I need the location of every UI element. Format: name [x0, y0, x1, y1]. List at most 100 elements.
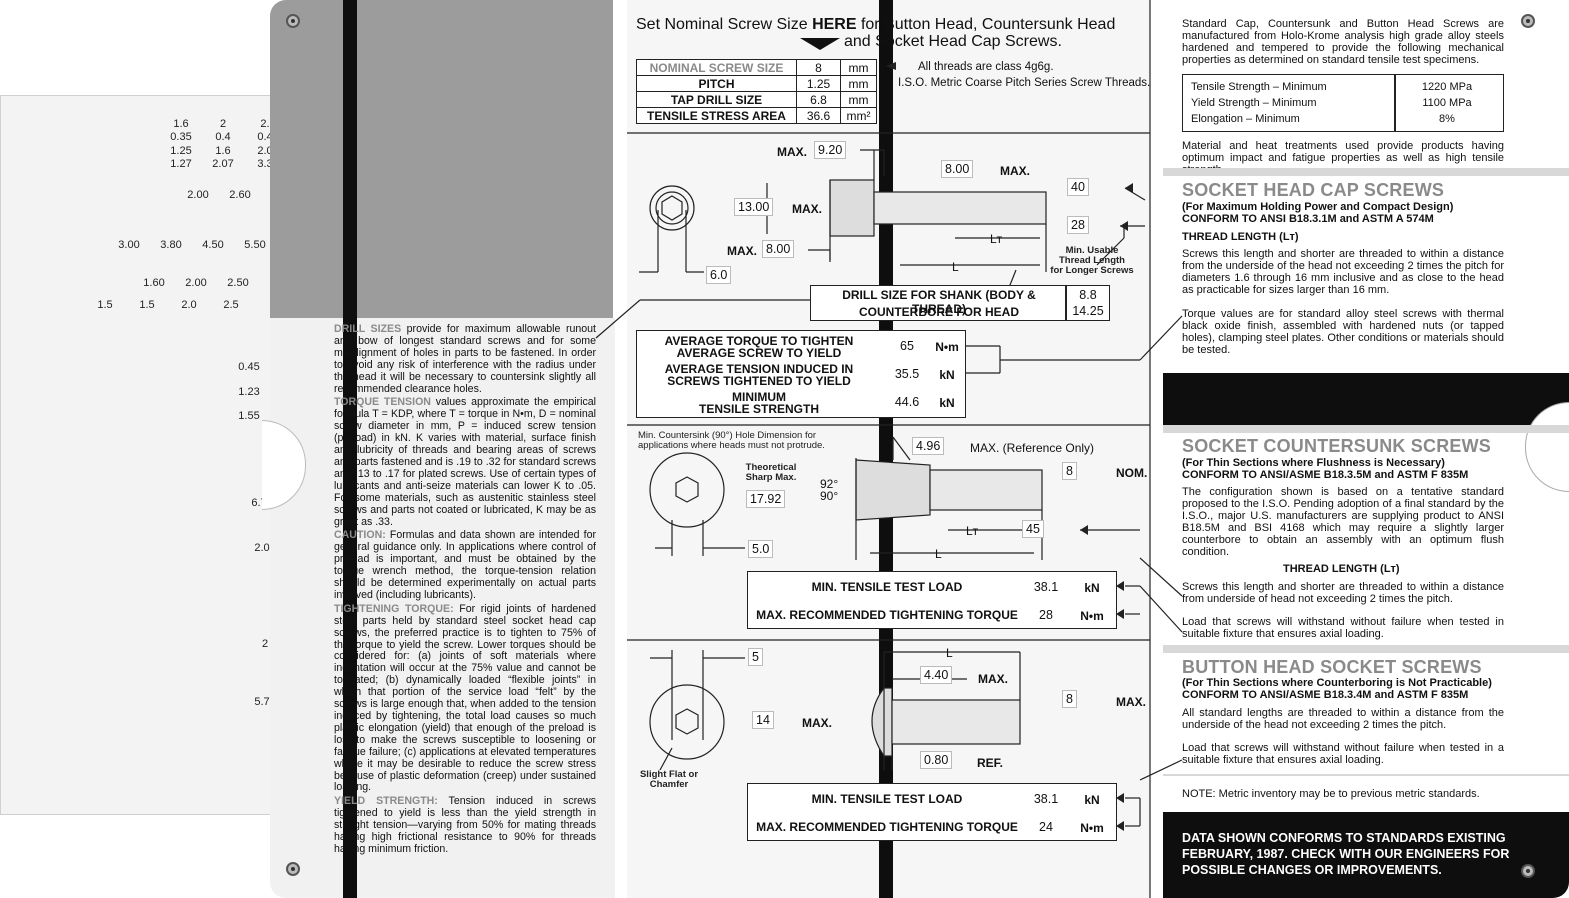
insert-cell: 1.27 [170, 158, 192, 170]
btn-title: BUTTON HEAD SOCKET SCREWS [1182, 657, 1482, 677]
rivet-hole [286, 862, 300, 876]
btn-head-height-max-label: MAX. [978, 672, 1008, 686]
rivet-hole [1521, 864, 1535, 878]
spec-value: 6.8 [796, 91, 841, 108]
spec-unit: mm² [840, 107, 877, 124]
insert-cell: 2.0 [254, 542, 270, 554]
insert-cell: 2.60 [229, 189, 251, 201]
inventory-note: NOTE: Metric inventory may be to previou… [1182, 788, 1480, 800]
insert-cell: 2.0 [181, 299, 197, 311]
insert-row: 5.7 [241, 696, 283, 708]
btn-head-diameter-value: 14 [752, 711, 774, 729]
insert-row: 2.0 [241, 542, 283, 554]
insert-cell: 0.35 [170, 131, 192, 143]
csk-nominal-value: 8 [1062, 462, 1077, 480]
insert-cell: 1.6 [215, 145, 231, 157]
rivet-hole [286, 14, 300, 28]
shcs-torque-note: Torque values are for standard alloy ste… [1182, 308, 1504, 356]
usage-notes: DRILL SIZES provide for maximum allowabl… [334, 323, 596, 858]
tension-label: AVERAGE TENSION INDUCED IN SCREWS TIGHTE… [664, 362, 854, 388]
thread-class-note: All threads are class 4g6g. [918, 61, 1054, 73]
property-value: 1100 MPa [1422, 97, 1472, 109]
btn-subtitle: (For Thin Sections where Counterboring i… [1182, 677, 1492, 689]
here-arrow-icon [800, 38, 840, 50]
insert-cell: 2.07 [212, 158, 234, 170]
insert-cell: 2 [261, 638, 269, 650]
insert-row: 1.27 2.07 3.3 [160, 158, 286, 170]
thread-max-label: MAX. [1000, 164, 1030, 178]
btn-thread-max-label: MAX. [1116, 695, 1146, 709]
property-label: Elongation – Minimum [1191, 113, 1300, 125]
insert-cell: 5.7 [254, 696, 270, 708]
btn-tensile-load-value: 38.1 [1033, 792, 1059, 806]
insert-cell: 3.80 [160, 239, 182, 251]
left-notes-panel [270, 318, 615, 898]
head-diameter-value: 13.00 [734, 198, 774, 216]
csk-subtitle: (For Thin Sections where Flushness is Ne… [1182, 457, 1445, 469]
spec-unit: mm [840, 59, 877, 76]
property-value: 1220 MPa [1421, 81, 1473, 93]
btn-tightening-torque-value: 24 [1039, 820, 1053, 834]
insert-cell: 2.0 [257, 145, 273, 157]
divider-strip [343, 0, 357, 898]
insert-cell: 2.00 [187, 189, 209, 201]
section-divider [1163, 425, 1569, 433]
btn-load-table: MIN. TENSILE TEST LOAD MAX. RECOMMENDED … [747, 783, 1117, 841]
torque-unit: N•m [935, 340, 959, 354]
property-label: Yield Strength – Minimum [1191, 97, 1317, 109]
title-here: HERE [812, 16, 857, 33]
insert-cell: 0.4 [215, 131, 231, 143]
csk-tensile-load-unit: kN [1084, 581, 1100, 595]
btn-ref-label: REF. [977, 756, 1004, 770]
insert-cell: 1.5 [97, 299, 113, 311]
btn-thread-text: All standard lengths are threaded to wit… [1182, 707, 1504, 731]
insert-cell: 3.3 [257, 158, 273, 170]
tightening-torque-heading: TIGHTENING TORQUE: [334, 602, 454, 615]
counterbore-value: 14.25 [1072, 304, 1104, 318]
yield-strength-text: Tension induced in screws tightened to y… [334, 795, 596, 855]
insert-cell: 2.00 [185, 277, 207, 289]
csk-nominal-label: NOM. [1116, 466, 1148, 480]
theoretical-sharp-value: 17.92 [746, 490, 786, 508]
drill-sizes-heading: DRILL SIZES [334, 323, 402, 335]
csk-title: SOCKET COUNTERSUNK SCREWS [1182, 436, 1492, 456]
countersink-angles: 92° 90° [820, 477, 839, 503]
screw-spec-table: NOMINAL SCREW SIZE 8 mm PITCH 1.25 mm TA… [636, 59, 877, 124]
caution-heading: CAUTION: [334, 529, 386, 542]
insert-cell: 0.4 [257, 131, 273, 143]
insert-cell: 0.45 [238, 361, 260, 373]
rivet-hole [1521, 14, 1535, 28]
footer-band [1163, 812, 1569, 898]
title-pre: Set Nominal Screw Size [636, 16, 813, 33]
head-diameter-max-label: MAX. [792, 202, 822, 216]
length-symbol: L [952, 260, 959, 274]
section-divider [1163, 168, 1569, 176]
csk-tensile-load-value: 38.1 [1033, 580, 1059, 594]
insert-row: 1.23 [228, 386, 270, 398]
csk-thread-length-symbol: Lт [966, 524, 979, 538]
csk-length-value: 45 [1022, 520, 1044, 538]
spec-row: PITCH 1.25 mm [636, 75, 877, 92]
btn-tightening-torque-label: MAX. RECOMMENDED TIGHTENING TORQUE [756, 820, 1018, 834]
shcs-standard: CONFORM TO ANSI B18.3.1M and ASTM A 574M [1182, 213, 1434, 225]
insert-cell: 3.00 [118, 239, 140, 251]
insert-cell: 1.25 [170, 145, 192, 157]
caution-text: Formulas and data shown are intended for… [334, 529, 596, 601]
shcs-thread-length-text: Screws this length and shorter are threa… [1182, 248, 1504, 296]
property-label: Tensile Strength – Minimum [1191, 81, 1327, 93]
tension-value: 35.5 [894, 367, 920, 381]
mechanical-properties-table: Tensile Strength – Minimum Yield Strengt… [1182, 74, 1504, 132]
spec-label: TENSILE STRESS AREA [636, 107, 797, 124]
slide-insert-card[interactable] [0, 95, 300, 815]
insert-cell: 2. [260, 118, 270, 130]
shank-max-value: 8.00 [762, 240, 795, 258]
title-line2: and Socket Head Cap Screws. [844, 33, 1062, 50]
length-28: 28 [1067, 216, 1089, 234]
title-post: for Button Head, Countersunk Head [856, 16, 1116, 33]
insert-row: 0.35 0.4 0.4 [160, 131, 286, 143]
shcs-thread-length-heading: THREAD LENGTH (Lт) [1182, 231, 1299, 243]
csk-tightening-torque-label: MAX. RECOMMENDED TIGHTENING TORQUE [756, 608, 1018, 622]
tensile-strength-value: 44.6 [894, 395, 920, 409]
